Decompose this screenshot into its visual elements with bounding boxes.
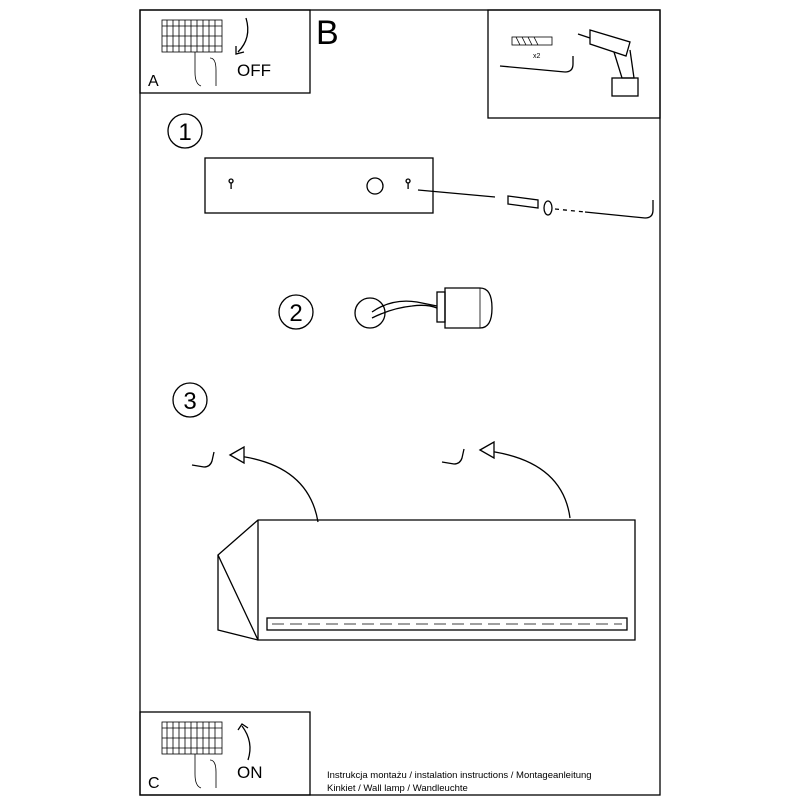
hook-icon — [441, 448, 465, 465]
wires — [371, 300, 438, 319]
panel-c-power-on: C ON — [139, 711, 311, 796]
arrow-up-icon — [479, 449, 571, 519]
drill-bit-icon — [417, 189, 496, 198]
wall-plug-icon — [511, 36, 553, 46]
wall-plug-icon — [507, 195, 539, 209]
keyhole-icon — [228, 178, 234, 189]
hand-icon — [194, 754, 217, 789]
arrow-down-icon — [235, 17, 249, 55]
mounting-plate — [204, 157, 434, 214]
step-2: 2 — [278, 287, 493, 330]
panel-a-label: A — [148, 73, 159, 90]
breaker-panel-icon — [161, 721, 223, 755]
cable-hole — [366, 177, 384, 195]
arrow-up-icon — [237, 723, 251, 761]
light-slot — [266, 617, 628, 631]
step-2-number: 2 — [289, 300, 302, 327]
panel-c-action: ON — [237, 763, 263, 782]
hook-screw-icon — [499, 56, 574, 73]
wall-hole — [543, 200, 553, 216]
keyhole-icon — [405, 178, 411, 189]
quantity-label: x2 — [533, 53, 541, 60]
cable-outlet — [354, 297, 386, 329]
panel-a-power-off: A OFF — [139, 9, 311, 94]
hand-icon — [194, 52, 217, 87]
wall-lamp-body — [217, 519, 636, 641]
arrow-up-icon — [229, 454, 319, 523]
breaker-panel-icon — [161, 19, 223, 53]
tools-box: x2 — [487, 9, 661, 119]
step-1: 1 — [167, 113, 654, 219]
lamp-socket-icon — [436, 287, 493, 329]
panel-a-action: OFF — [237, 61, 271, 80]
step-1-number: 1 — [178, 119, 191, 146]
page-frame — [139, 9, 661, 796]
hook-icon — [191, 451, 215, 468]
hook-screw-icon — [584, 211, 646, 219]
panel-c-label: C — [148, 775, 160, 792]
panel-b-label: B — [316, 14, 339, 52]
step-3-number: 3 — [183, 388, 196, 415]
drill-icon — [577, 29, 639, 97]
footer-subtitle: Kinkiet / Wall lamp / Wandleuchte — [327, 783, 468, 794]
step-3: 3 — [172, 382, 636, 641]
footer-title: Instrukcja montażu / instalation instruc… — [327, 770, 592, 781]
